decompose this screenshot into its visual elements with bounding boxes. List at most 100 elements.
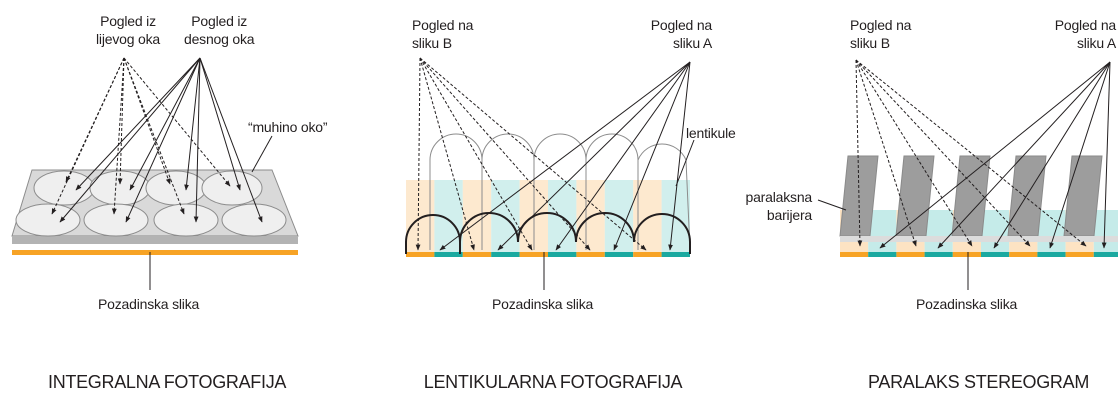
- image-strip: [462, 252, 492, 257]
- panel-integral: [11, 57, 299, 290]
- panel-title: INTEGRALNA FOTOGRAFIJA: [48, 372, 287, 392]
- view-a-ray: [555, 61, 691, 251]
- image-strip: [1065, 252, 1094, 257]
- view-b-ray: [415, 57, 421, 251]
- label-line: lijevog oka: [96, 31, 160, 47]
- image-strip-faint: [1037, 210, 1066, 252]
- view-a-ray: [879, 61, 1111, 249]
- panel-lenticular: [405, 57, 695, 290]
- label-line: sliku B: [412, 35, 452, 51]
- image-strip: [1009, 252, 1038, 257]
- image-strip: [868, 252, 897, 257]
- right-eye-ray: [193, 57, 201, 223]
- image-strip: [1037, 252, 1066, 257]
- panel-title: LENTIKULARNA FOTOGRAFIJA: [423, 372, 683, 392]
- integral-lenslets: [15, 170, 287, 237]
- parallax-barrier-label: paralaksna barijera: [736, 188, 813, 224]
- image-strip: [1093, 252, 1118, 257]
- lenticule-outlines: [429, 133, 691, 251]
- background-image-label: Pozadinska slika: [98, 296, 200, 312]
- right-eye-ray: [199, 57, 241, 191]
- label-line: sliku A: [1076, 35, 1116, 51]
- image-strip: [604, 252, 634, 257]
- left-eye-ray: [51, 57, 125, 215]
- left-eye-ray: [123, 57, 231, 187]
- image-strip-faint: [548, 180, 577, 252]
- label-line: Pogled iz: [100, 13, 156, 29]
- fly-eye-callout-line: [251, 135, 273, 173]
- fly-eye-lens: [221, 203, 287, 237]
- label-line: Pogled na: [412, 17, 474, 33]
- label-line: Pogled na: [650, 17, 712, 33]
- label-line: Pogled iz: [191, 13, 248, 29]
- panel-title: PARALAKS STEREOGRAM: [868, 372, 1090, 392]
- panel-parallax: [817, 59, 1118, 290]
- image-strip: [840, 252, 869, 257]
- view-a-ray: [613, 61, 691, 251]
- view-b-ray: [855, 59, 917, 247]
- fly-eye-lens: [153, 203, 219, 237]
- image-strip: [896, 252, 925, 257]
- fly-eye-lens: [201, 170, 263, 206]
- view-b-ray: [855, 59, 863, 247]
- view-a-ray: [1049, 61, 1111, 249]
- fly-eye-lens: [33, 170, 95, 206]
- background-image-label: Pozadinska slika: [492, 296, 594, 312]
- right-eye-view-label: Pogled iz desnog oka: [184, 12, 255, 48]
- fly-eye-lens: [83, 203, 149, 237]
- barrier-callout-line: [817, 199, 847, 211]
- label-line: Pogled na: [850, 17, 912, 33]
- view-b-ray: [855, 59, 1031, 247]
- view-b-ray: [419, 57, 475, 251]
- right-eye-ray: [184, 57, 201, 191]
- label-line: barijera: [766, 207, 812, 223]
- background-image-label: Pozadinska slika: [916, 296, 1018, 312]
- image-strip-faint: [924, 210, 953, 252]
- left-eye-ray: [117, 57, 125, 185]
- image-strip-faint: [491, 180, 520, 252]
- view-image-b-label: Pogled na sliku B: [850, 16, 911, 52]
- label-line: desnog oka: [184, 31, 255, 47]
- view-a-ray: [439, 61, 691, 251]
- view-b-ray: [419, 57, 533, 251]
- view-a-ray: [1101, 61, 1111, 249]
- view-b-ray: [855, 59, 973, 247]
- image-strip: [548, 252, 577, 257]
- view-a-ray: [497, 61, 691, 251]
- integral-plate-side: [12, 236, 298, 244]
- lenticule-label: lentikule: [686, 125, 736, 141]
- label-line: sliku B: [850, 35, 890, 51]
- image-strip-faint: [1093, 210, 1118, 252]
- right-eye-ray: [199, 57, 263, 223]
- left-eye-view-label: Pogled iz lijevog oka: [96, 12, 160, 48]
- fly-eye-label: “muhino oko”: [248, 119, 328, 135]
- image-strip: [519, 252, 548, 257]
- right-eye-ray: [59, 57, 201, 223]
- view-a-ray: [668, 61, 691, 251]
- view-image-b-label: Pogled na sliku B: [412, 16, 473, 52]
- view-image-a-label: Pogled na sliku A: [1044, 16, 1116, 52]
- view-image-a-label: Pogled na sliku A: [640, 16, 712, 52]
- lenticule-callout-line: [675, 139, 695, 187]
- view-b-ray: [855, 59, 1087, 247]
- image-strip: [924, 252, 953, 257]
- left-eye-ray: [123, 57, 185, 215]
- image-strip: [434, 252, 463, 257]
- image-strip: [661, 252, 690, 257]
- fly-eye-lens: [15, 203, 81, 237]
- image-strip: [491, 252, 520, 257]
- image-strip: [406, 252, 435, 257]
- image-strip: [633, 252, 662, 257]
- label-line: sliku A: [672, 35, 712, 51]
- image-strip: [981, 252, 1010, 257]
- view-b-ray: [419, 57, 591, 251]
- right-eye-ray: [75, 57, 201, 191]
- label-line: Pogled na: [1054, 17, 1116, 33]
- view-a-ray: [937, 61, 1111, 249]
- view-a-ray: [993, 61, 1111, 249]
- image-strip: [952, 252, 981, 257]
- right-eye-ray: [129, 57, 201, 191]
- integral-background-strip: [12, 250, 298, 255]
- right-eye-ray: [125, 57, 201, 223]
